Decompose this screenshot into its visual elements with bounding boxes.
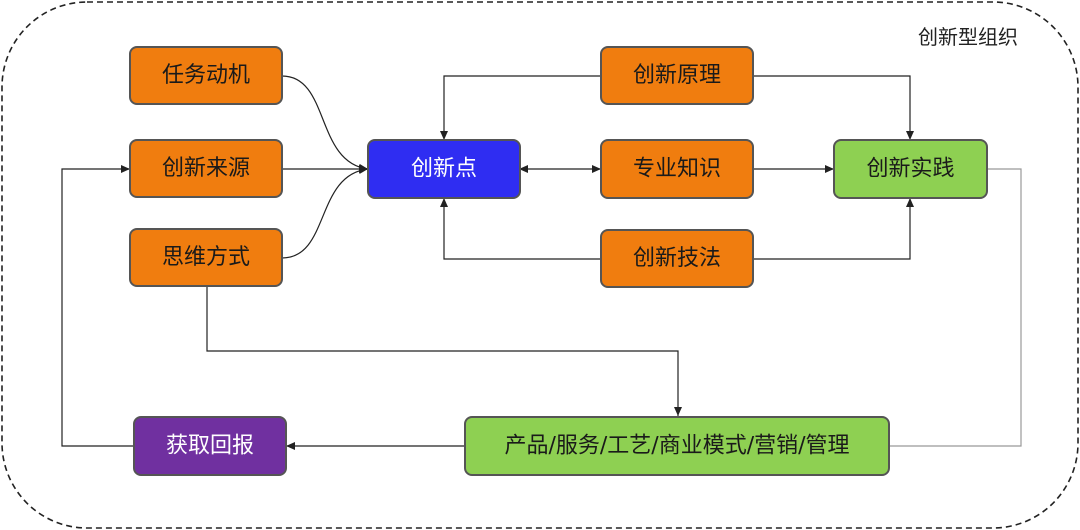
node-outputs: 产品/服务/工艺/商业模式/营销/管理 xyxy=(464,416,890,476)
connector-technique-to-point xyxy=(440,198,601,260)
organization-title: 创新型组织 xyxy=(918,25,1018,49)
node-thinking-mode: 思维方式 xyxy=(129,228,283,287)
connector-practice-feedback xyxy=(889,168,1022,447)
connector-return-loop xyxy=(61,165,134,447)
svg-text:任务动机: 任务动机 xyxy=(162,63,250,88)
svg-text:思维方式: 思维方式 xyxy=(162,245,250,270)
node-obtain-return: 获取回报 xyxy=(133,416,287,476)
svg-text:创新点: 创新点 xyxy=(411,157,477,182)
svg-text:获取回报: 获取回报 xyxy=(166,434,254,459)
svg-text:创新技法: 创新技法 xyxy=(633,246,721,271)
svg-text:创新来源: 创新来源 xyxy=(162,156,250,181)
svg-text:专业知识: 专业知识 xyxy=(633,157,721,182)
node-innovation-principle: 创新原理 xyxy=(600,46,754,105)
node-innovation-practice: 创新实践 xyxy=(833,139,988,199)
node-professional-knowledge: 专业知识 xyxy=(600,139,754,199)
svg-text:创新实践: 创新实践 xyxy=(866,157,954,182)
connector-task-to-point xyxy=(281,75,369,172)
svg-text:产品/服务/工艺/商业模式/营销/管理: 产品/服务/工艺/商业模式/营销/管理 xyxy=(504,434,849,459)
svg-text:创新原理: 创新原理 xyxy=(633,63,721,88)
connectors xyxy=(61,75,1022,450)
connector-thinking-to-point xyxy=(281,166,369,259)
connector-thinking-to-outputs xyxy=(206,286,682,416)
node-innovation-source: 创新来源 xyxy=(129,139,283,198)
connector-principle-to-point xyxy=(440,75,601,140)
node-innovation-technique: 创新技法 xyxy=(600,229,754,288)
connector-principle-to-practice xyxy=(753,75,914,140)
connector-technique-to-practice xyxy=(753,198,914,260)
node-innovation-point: 创新点 xyxy=(367,139,521,199)
node-task-motivation: 任务动机 xyxy=(129,46,283,105)
